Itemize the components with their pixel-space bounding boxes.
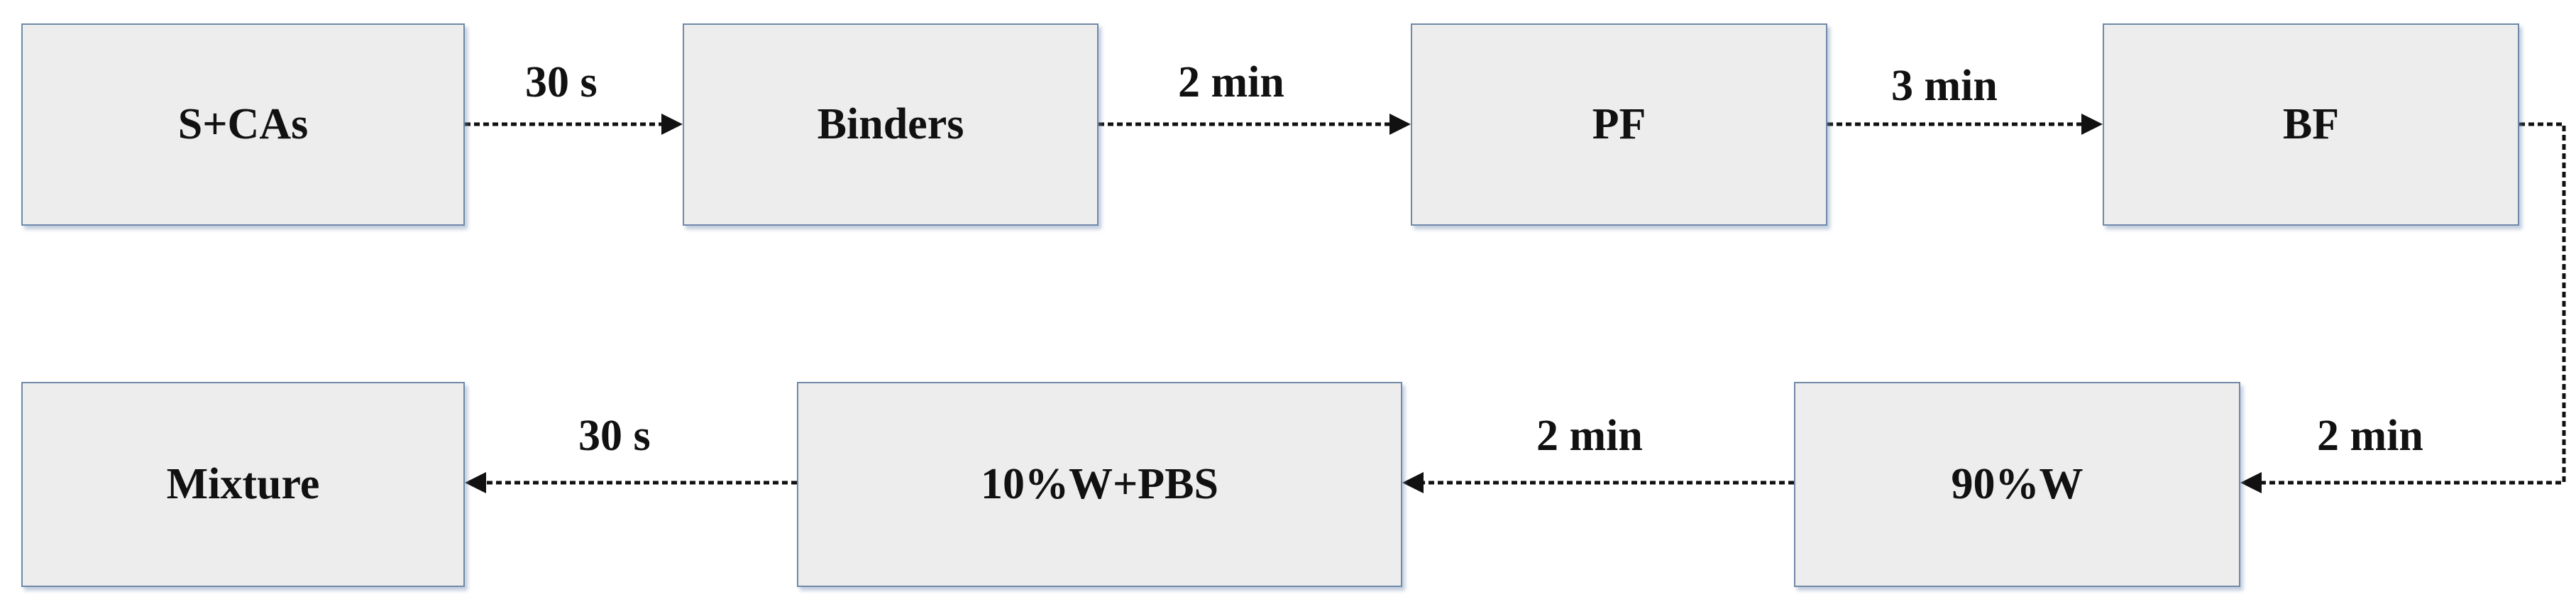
node-90w-label: 90%W [1951, 460, 2084, 508]
arrowhead-90w [2240, 472, 2262, 493]
node-binders-label: Binders [817, 100, 964, 148]
node-pf: PF [1411, 23, 1827, 226]
edge-label-bf-to-90w: 2 min [2317, 412, 2423, 460]
node-90w: 90%W [1794, 382, 2240, 587]
edge-label-binders-to-pf: 2 min [1178, 58, 1284, 106]
node-bf-label: BF [2282, 100, 2340, 148]
node-10w-pbs-label: 10%W+PBS [980, 460, 1219, 508]
edge-label-pf-to-bf: 3 min [1891, 62, 1998, 110]
node-mixture-label: Mixture [166, 460, 320, 508]
node-s-cas-label: S+CAs [177, 100, 309, 148]
arrowhead-10w-pbs [1402, 472, 1424, 493]
node-s-cas: S+CAs [21, 23, 465, 226]
node-pf-label: PF [1592, 100, 1646, 148]
arrow-bf-to-90w [2257, 122, 2566, 485]
node-binders: Binders [683, 23, 1099, 226]
edge-label-10w-pbs-to-mixture: 30 s [578, 412, 651, 460]
arrowhead-bf [2081, 114, 2103, 135]
arrowhead-mixture [465, 472, 486, 493]
node-10w-pbs: 10%W+PBS [797, 382, 1402, 587]
edge-label-90w-to-10w-pbs: 2 min [1536, 412, 1643, 460]
edge-label-s-cas-to-binders: 30 s [525, 58, 598, 106]
node-mixture: Mixture [21, 382, 465, 587]
arrowhead-binders [661, 114, 683, 135]
node-bf: BF [2103, 23, 2519, 226]
arrowhead-pf [1389, 114, 1411, 135]
